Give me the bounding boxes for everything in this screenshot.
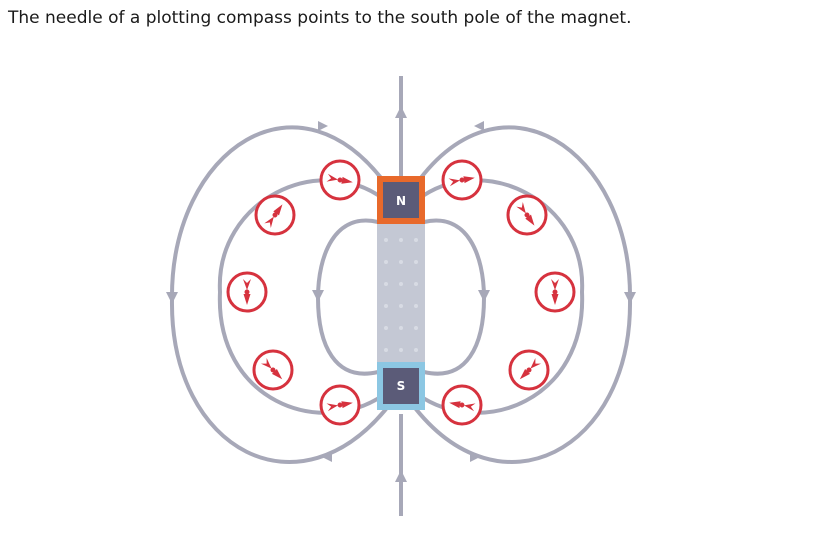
field-line-mid-left	[217, 178, 387, 415]
magnet-body	[377, 222, 425, 372]
compass-needle-icon	[260, 357, 283, 380]
plotting-compass	[441, 384, 483, 426]
compass-needle-icon	[264, 204, 283, 228]
compass-needle-icon	[326, 401, 353, 412]
south-pole-label: S	[397, 379, 406, 393]
north-pole-label: N	[396, 194, 406, 208]
plotting-compass	[252, 349, 294, 391]
bar-magnet: N S	[377, 176, 425, 410]
field-lines	[166, 76, 636, 516]
magnet-dots	[384, 238, 418, 352]
plotting-compass	[254, 194, 296, 236]
field-line-mid-right	[415, 178, 585, 415]
plotting-compass	[506, 194, 548, 236]
compass-needle-icon	[449, 401, 476, 412]
arrowhead	[322, 452, 332, 462]
arrowhead	[318, 121, 328, 131]
compass-needle-icon	[516, 202, 535, 226]
arrowhead	[312, 290, 324, 302]
plotting-compass	[319, 384, 361, 426]
plotting-compass	[508, 349, 550, 391]
plotting-compass	[226, 271, 268, 313]
compass-needle-icon	[326, 173, 353, 184]
south-pole	[377, 362, 425, 410]
arrowhead	[474, 121, 484, 131]
compass-needle-icon	[551, 279, 559, 305]
arrowhead	[478, 290, 490, 302]
arrowhead	[395, 470, 407, 482]
compass-needle-icon	[243, 279, 251, 305]
caption: The needle of a plotting compass points …	[8, 8, 632, 28]
field-line-inner-left	[315, 218, 379, 376]
arrowhead	[624, 292, 636, 304]
north-pole	[377, 176, 425, 224]
arrowhead	[395, 106, 407, 118]
compass-needle-icon	[448, 176, 475, 187]
plotting-compass	[534, 271, 576, 313]
plotting-compasses	[226, 159, 576, 426]
field-line-inner-right	[423, 218, 487, 376]
plotting-compass	[441, 159, 483, 201]
arrowhead	[470, 452, 480, 462]
plotting-compass	[319, 159, 361, 201]
arrowhead	[166, 292, 178, 304]
compass-needle-icon	[519, 357, 542, 380]
